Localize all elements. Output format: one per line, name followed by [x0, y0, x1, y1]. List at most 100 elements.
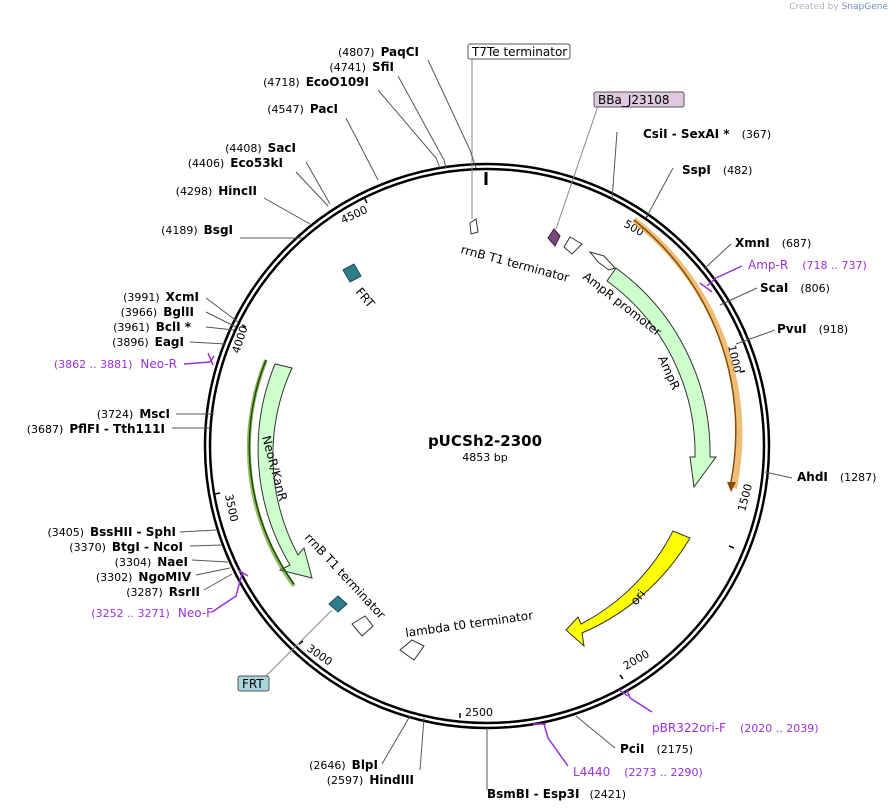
tick-label-2000: 2000 — [621, 647, 652, 672]
tick-3500 — [214, 492, 221, 495]
enzyme-pflfi-name: PflFI - Tth111I — [69, 422, 165, 436]
enzyme-sfii[interactable]: (4741)SfiI — [329, 60, 394, 74]
enzyme-sspi[interactable]: SspI(482) — [682, 163, 752, 177]
enzyme-msci[interactable]: (3724)MscI — [97, 407, 170, 421]
feature-rrnb-arrow-top[interactable] — [563, 236, 583, 255]
feature-ampr-arrow[interactable] — [606, 267, 717, 489]
enzyme-xcmi-name: XcmI — [166, 290, 199, 304]
feature-frt-arrow-bottom[interactable] — [328, 595, 348, 613]
enzyme-eagi[interactable]: (3896)EagI — [112, 335, 184, 349]
enzyme-csii-name: CsiI - SexAI * — [643, 127, 730, 141]
frt-box[interactable]: FRT — [237, 609, 333, 692]
enzyme-pcii-pos: (2175) — [657, 743, 694, 756]
enzyme-bsgi[interactable]: (4189)BsgI — [161, 223, 233, 237]
amp-r-primer-line — [633, 219, 737, 483]
enzyme-blpi[interactable]: (2646)BlpI — [309, 758, 378, 772]
tick-3000 — [298, 640, 304, 645]
enzyme-hindiii[interactable]: (2597) HindIII — [327, 773, 414, 787]
enzyme-hincii[interactable]: (4298) HincII — [176, 184, 257, 198]
t7te-box-label: T7Te terminator — [471, 45, 567, 59]
enzyme-bsshii-sphi[interactable]: (3405)BssHII - SphI — [47, 525, 176, 539]
enzyme-paci[interactable]: (4547)PacI — [267, 102, 338, 116]
enzyme-eco53ki-pos: (4406) — [188, 157, 225, 170]
primer-pbr322ori-f-name: pBR322ori-F — [652, 721, 726, 735]
primer-pbr322ori-f[interactable]: pBR322ori-F(2020 .. 2039) — [652, 721, 819, 735]
primer-neo-f[interactable]: (3252 .. 3271)Neo-F — [91, 606, 213, 620]
enzyme-xcmi[interactable]: (3991)XcmI — [123, 290, 199, 304]
enzyme-ngomiv[interactable]: (3302) NgoMIV — [96, 570, 192, 584]
feature-bba-arrow[interactable] — [547, 228, 561, 247]
enzyme-paqci-name: PaqCI — [381, 45, 419, 59]
enzyme-paqci[interactable]: (4807)PaqCI — [338, 45, 419, 59]
enzyme-saci[interactable]: (4408) SacI — [225, 141, 296, 155]
enzyme-rsrii-pos: (3287) — [126, 586, 163, 599]
enzyme-blpi-name: BlpI — [352, 758, 378, 772]
primer-l4440-range: (2273 .. 2290) — [624, 766, 703, 779]
tick-2000 — [619, 674, 624, 680]
feature-rrnb-label-bottom: rrnB T1 terminator — [302, 530, 388, 621]
tick-label-3500: 3500 — [222, 493, 241, 523]
feature-ampr-promoter-arrow[interactable] — [588, 251, 616, 271]
enzyme-hindiii-name: HindIII — [369, 773, 414, 787]
feature-rrnb-arrow-bottom[interactable] — [351, 615, 374, 637]
enzyme-pcii[interactable]: PciI(2175) — [620, 742, 693, 756]
enzyme-btgi-ncoi[interactable]: (3370)BtgI - NcoI — [69, 540, 183, 554]
primer-neo-r[interactable]: (3862 .. 3881)Neo-R — [54, 357, 177, 371]
enzyme-saci-pos: (4408) — [225, 142, 262, 155]
primer-neo-f-range: (3252 .. 3271) — [91, 607, 170, 620]
enzyme-bglii[interactable]: (3966) BglII — [121, 305, 194, 319]
tick-label-1500: 1500 — [735, 482, 755, 512]
primer-amp-r[interactable]: Amp-R(718 .. 737) — [748, 258, 867, 272]
enzyme-ngomiv-pos: (3302) — [96, 571, 133, 584]
enzyme-ecoo109i-name: EcoO109I — [306, 75, 369, 89]
feature-ori-arrow[interactable] — [565, 530, 691, 648]
enzyme-hincii-pos: (4298) — [176, 185, 213, 198]
enzyme-eco53ki[interactable]: (4406)Eco53kI — [188, 156, 283, 170]
enzyme-eagi-name: EagI — [155, 335, 184, 349]
enzyme-xmni[interactable]: XmnI(687) — [735, 236, 811, 250]
primer-l4440-name: L4440 — [573, 765, 610, 779]
tick-1500 — [728, 545, 735, 549]
enzyme-hincii-name: HincII — [218, 184, 257, 198]
feature-t7te-arrow[interactable] — [469, 218, 479, 235]
primer-l4440[interactable]: L4440 (2273 .. 2290) — [573, 765, 703, 779]
feature-frt-arrow-top[interactable] — [342, 263, 362, 283]
enzyme-bglii-pos: (3966) — [121, 306, 158, 319]
enzyme-scai[interactable]: ScaI(806) — [760, 281, 830, 295]
enzyme-saci-name: SacI — [268, 141, 296, 155]
t7te-box[interactable]: T7Te terminator — [467, 43, 571, 219]
enzyme-ecoo109i[interactable]: (4718)EcoO109I — [263, 75, 369, 89]
enzyme-bsmbi-esp3i[interactable]: BsmBI - Esp3I(2421) — [487, 787, 626, 801]
enzyme-ahdi[interactable]: AhdI(1287) — [797, 470, 876, 484]
enzyme-labels-left: (4807)PaqCI (4741)SfiI (4718)EcoO109I (4… — [27, 45, 419, 787]
enzyme-connectors — [172, 59, 793, 790]
enzyme-pflfi-pos: (3687) — [27, 423, 64, 436]
frt-box-label: FRT — [242, 677, 264, 691]
feature-frt-label-top: FRT — [353, 285, 378, 311]
brand-name: SnapGene — [841, 2, 888, 12]
enzyme-pvui[interactable]: PvuI(918) — [777, 322, 848, 336]
enzyme-ngomiv-name: NgoMIV — [138, 570, 191, 584]
tick-label-4500: 4500 — [339, 203, 370, 227]
bba-box[interactable]: BBa_J23108 — [555, 91, 685, 230]
backbone-inner — [208, 167, 766, 725]
enzyme-bsshii-name: BssHII - SphI — [90, 525, 176, 539]
enzyme-csii-sexai[interactable]: CsiI - SexAI *(367) — [643, 127, 771, 141]
enzyme-bsgi-name: BsgI — [204, 223, 233, 237]
enzyme-bcli[interactable]: (3961)BclI * — [113, 320, 192, 334]
enzyme-bglii-name: BglII — [163, 305, 194, 319]
feature-lambda-t0-arrow[interactable] — [399, 639, 425, 661]
feature-neor-arrow[interactable] — [257, 363, 313, 579]
enzyme-bcli-name: BclI * — [156, 320, 192, 334]
enzyme-pvui-name: PvuI — [777, 322, 807, 336]
enzyme-naei[interactable]: (3304)NaeI — [115, 555, 188, 569]
enzyme-rsrii[interactable]: (3287)RsrII — [126, 585, 200, 599]
enzyme-labels-right: CsiI - SexAI *(367) SspI(482) XmnI(687) … — [487, 127, 876, 801]
enzyme-pflfi-tth111i[interactable]: (3687) PflFI - Tth111I — [27, 422, 165, 436]
plasmid-length: 4853 bp — [462, 451, 507, 464]
primer-neo-r-name: Neo-R — [140, 357, 177, 371]
enzyme-hindiii-pos: (2597) — [327, 774, 364, 787]
neo-r-primer-line — [248, 359, 295, 585]
enzyme-xmni-name: XmnI — [735, 236, 770, 250]
enzyme-sfii-name: SfiI — [372, 60, 394, 74]
